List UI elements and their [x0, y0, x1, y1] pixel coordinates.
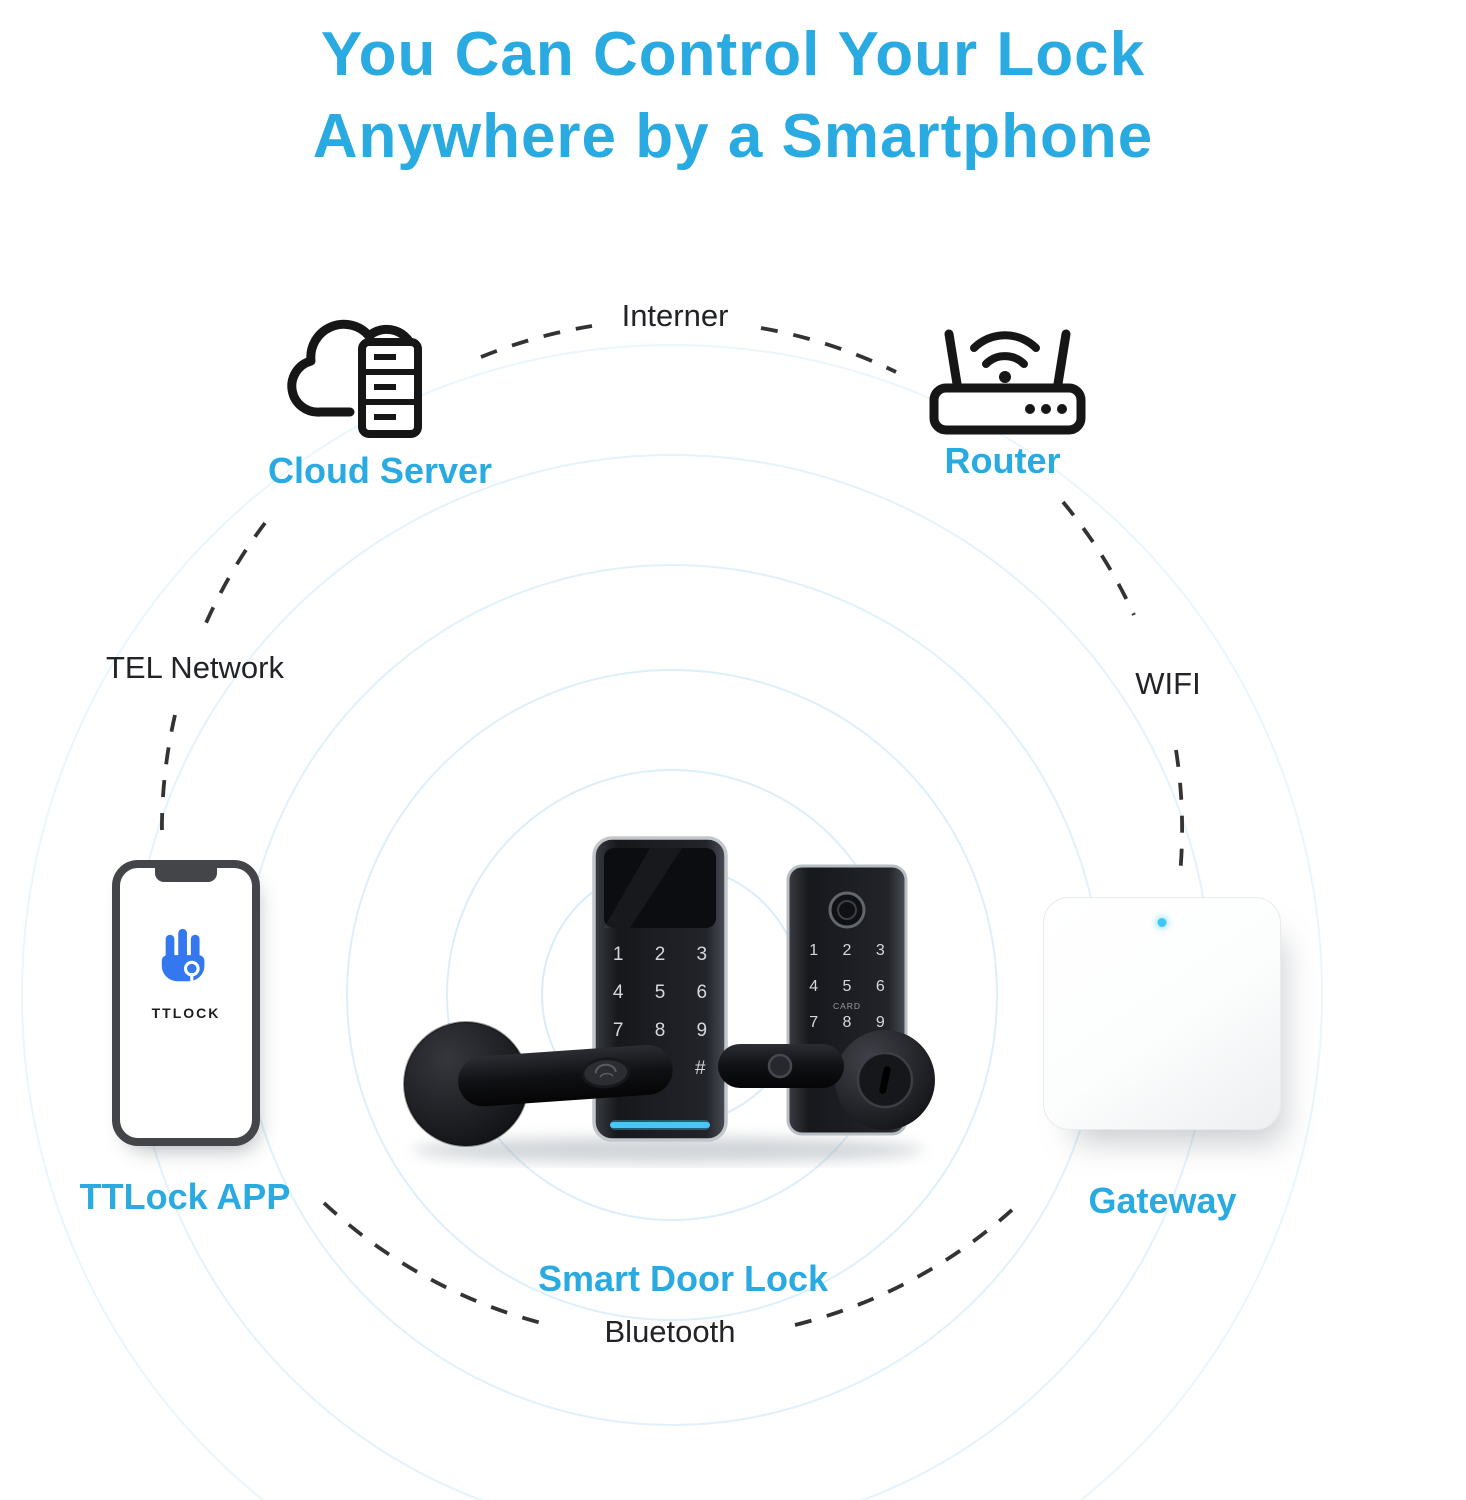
phone-notch — [155, 867, 217, 882]
bluetooth-label: Bluetooth — [604, 1314, 736, 1349]
gateway-label: Gateway — [1088, 1180, 1237, 1221]
smartphone: TTLOCK — [112, 860, 260, 1146]
cloud-server-icon — [287, 319, 422, 438]
router-label: Router — [944, 440, 1061, 481]
internet-label: Interner — [621, 298, 729, 333]
router-icon — [929, 329, 1086, 435]
ttlock-app-name: TTLOCK — [151, 1005, 221, 1021]
center-keypad-row: 7 8 9 — [613, 1020, 707, 1041]
center-keypad-row: 4 5 6 — [613, 982, 707, 1003]
arc-tel-to-phone — [160, 714, 177, 840]
arc-cloud-to-tel — [204, 521, 267, 624]
ttlock-app-label: TTLock APP — [79, 1176, 291, 1217]
wifi-label: WIFI — [1135, 666, 1201, 701]
smart-door-lock-image: 1 2 3 4 5 6 CARD 7 8 9 * 0 # 1 2 3 4 5 6… — [403, 836, 935, 1163]
fingerprint-sensor-icon — [581, 1057, 631, 1089]
gateway-led-light — [1157, 918, 1167, 927]
page-title-line1: You Can Control Your Lock — [320, 20, 1146, 89]
card-reader-label: CARD — [833, 1001, 861, 1011]
smart-door-lock-label: Smart Door Lock — [537, 1258, 829, 1299]
page-title-line2: Anywhere by a Smartphone — [312, 102, 1154, 172]
arc-wifi-to-gateway — [1174, 749, 1184, 876]
ttlock-app-icon — [161, 928, 205, 983]
right-keypad-row: 4 5 6 — [809, 978, 885, 995]
arc-router-to-wifi — [1061, 500, 1136, 616]
deadbolt-knob — [835, 1030, 935, 1130]
dashed-connection-arcs — [160, 324, 1184, 1327]
fingerprint-sensor-icon — [767, 1053, 793, 1079]
phone-screen: TTLOCK — [120, 926, 252, 1021]
left-lock-lever — [403, 1021, 673, 1147]
arc-internet-to-router — [760, 326, 897, 374]
page-title: You Can Control Your Lock Anywhere by a … — [0, 14, 1466, 179]
cloud-server-label: Cloud Server — [267, 450, 493, 491]
lock-ground-shadow — [413, 1137, 923, 1163]
arc-cloud-to-internet — [480, 324, 593, 359]
center-lock-handle — [718, 1044, 844, 1088]
fingerprint-sensor-icon — [828, 891, 866, 929]
tel-network-label: TEL Network — [105, 650, 284, 685]
center-keypad-row: 1 2 3 — [613, 944, 707, 965]
right-keypad-row: 1 2 3 — [809, 942, 885, 959]
right-keypad-row: 7 8 9 — [809, 1014, 885, 1031]
gateway-device — [1043, 897, 1281, 1130]
